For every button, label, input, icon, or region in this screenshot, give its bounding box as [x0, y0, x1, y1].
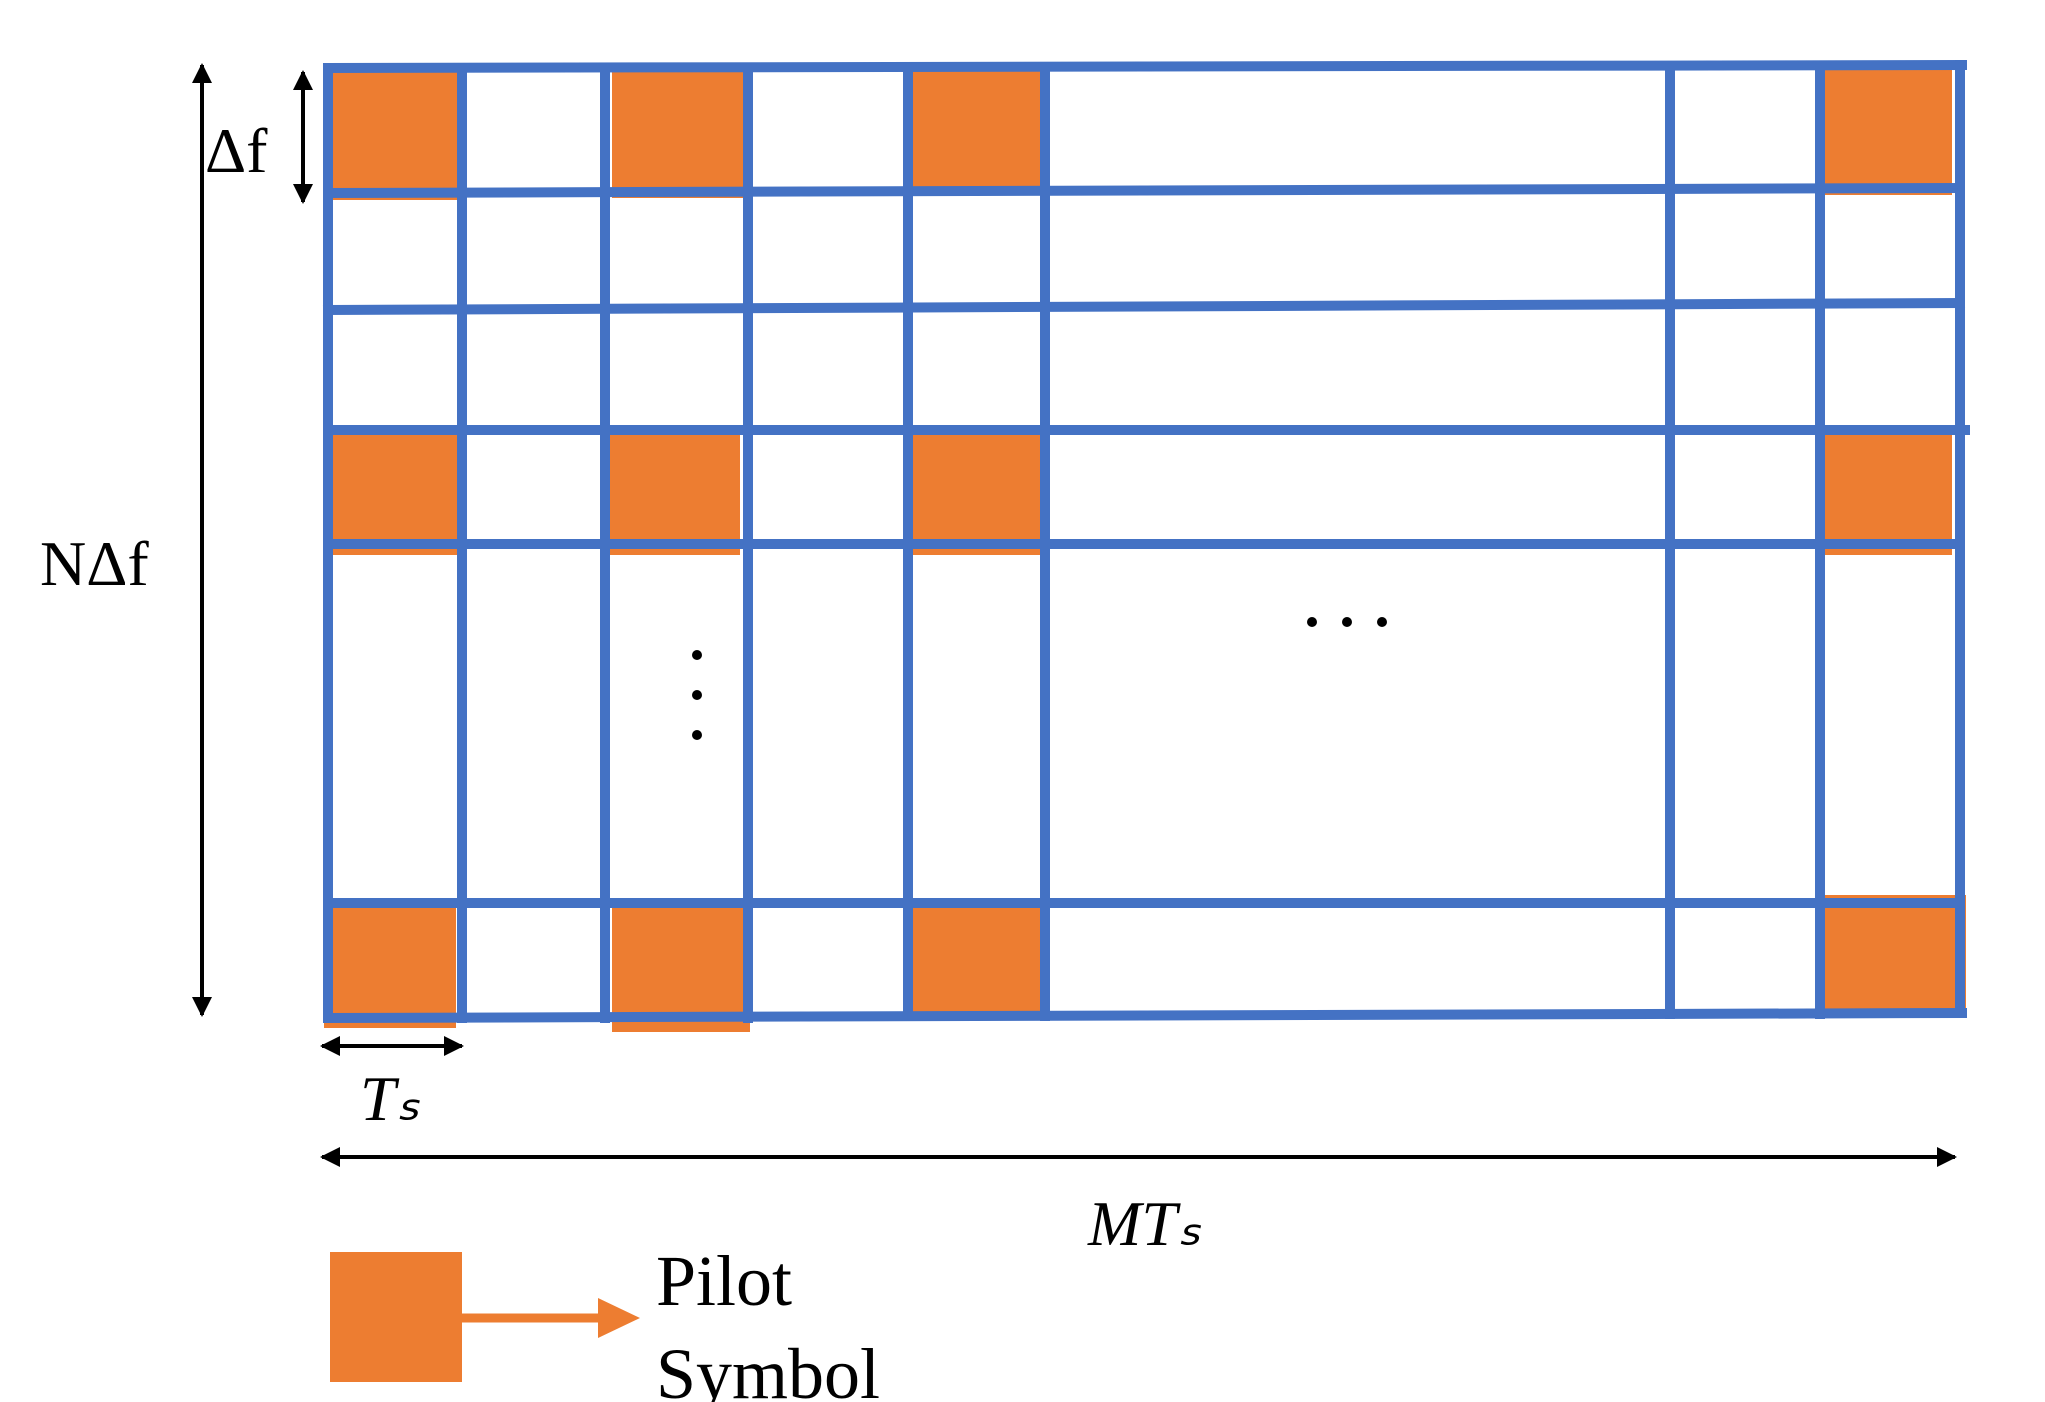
ellipsis-dot	[692, 690, 702, 700]
pilot-symbol	[1822, 425, 1952, 555]
pilot-symbol	[612, 902, 750, 1032]
legend-label-line1: Pilot	[656, 1241, 792, 1321]
ellipsis-dot	[692, 650, 702, 660]
ellipsis-dot	[1307, 617, 1317, 627]
resource-grid	[322, 59, 1970, 1024]
vertical-ellipsis	[692, 650, 702, 740]
pilot-symbol	[1822, 65, 1952, 195]
legend-label-line2: Symbol	[656, 1334, 880, 1402]
ellipsis-dot	[1377, 617, 1387, 627]
pilot-symbol	[610, 425, 740, 555]
pilot-symbol	[328, 425, 460, 555]
n-delta-f-label: NΔf	[40, 528, 149, 599]
legend: Pilot Symbol	[330, 1241, 880, 1402]
pilot-symbol	[912, 425, 1044, 555]
pilot-symbol	[910, 900, 1044, 1016]
legend-arrow-head	[598, 1298, 640, 1338]
pilot-symbol	[324, 898, 456, 1028]
grid-line-horizontal	[322, 297, 1966, 316]
ts-label: Tₛ	[360, 1063, 421, 1134]
pilot-symbol	[612, 68, 744, 198]
pilot-symbol	[328, 70, 460, 200]
mts-label: MTₛ	[1087, 1188, 1202, 1259]
horizontal-ellipsis	[1307, 617, 1387, 627]
grid-border-top	[322, 59, 1968, 74]
ellipsis-dot	[692, 730, 702, 740]
pilot-symbol	[1818, 895, 1966, 1013]
legend-pilot-swatch	[330, 1252, 462, 1382]
grid-border-bottom	[322, 1007, 1968, 1024]
pilot-symbol	[910, 65, 1042, 195]
dimension-arrows	[192, 63, 1957, 1167]
ellipsis-dot	[1342, 617, 1352, 627]
pilot-symbols	[324, 65, 1966, 1032]
delta-f-label: Δf	[205, 115, 268, 186]
grid-line-horizontal	[322, 182, 1966, 199]
